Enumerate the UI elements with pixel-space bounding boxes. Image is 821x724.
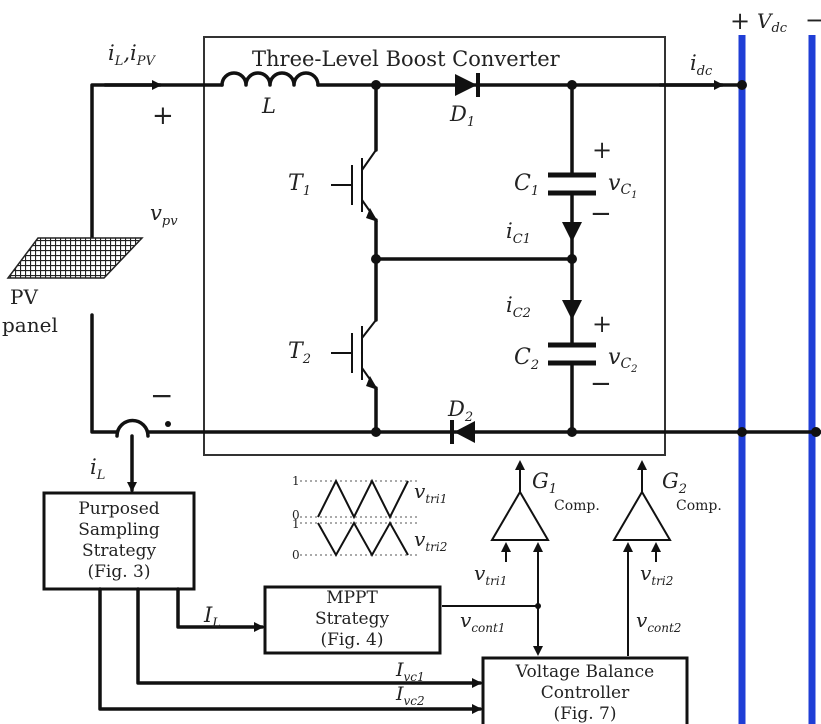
cap-c1-label: C1 xyxy=(514,171,539,199)
ivc1-signal-label: Ivc1 xyxy=(395,659,425,684)
carrier-zero-b: 0 xyxy=(292,548,300,562)
switch-t2-label: T2 xyxy=(288,339,311,367)
mppt-line-2: Strategy xyxy=(315,609,390,629)
input-plus: + xyxy=(152,101,174,131)
sampling-line-2: Sampling xyxy=(78,520,160,540)
cont2-label: vcont2 xyxy=(636,608,681,635)
junction-dots xyxy=(371,80,821,437)
diode-d1 xyxy=(455,73,480,97)
carrier-zero-a: 0 xyxy=(292,508,300,522)
mppt-block xyxy=(263,585,442,655)
pv-voltage-label: vpv xyxy=(150,201,178,229)
ic1-arrow xyxy=(562,222,582,242)
carrier-one-b: 1 xyxy=(292,517,300,531)
mppt-line-1: MPPT xyxy=(326,588,378,608)
cont1-label: vcont1 xyxy=(460,608,505,635)
dc-bus-label: Vdc xyxy=(757,9,788,36)
vc2-label: vC2 xyxy=(608,345,638,375)
carrier-one-a: 1 xyxy=(292,474,300,488)
converter-title: Three-Level Boost Converter xyxy=(252,47,561,71)
il-signal-label: IL xyxy=(203,603,221,631)
input-minus: − xyxy=(150,379,173,412)
vbc-line-1: Voltage Balance xyxy=(515,662,654,682)
ic1-label: iC1 xyxy=(506,219,531,247)
sensor-dot xyxy=(165,421,171,427)
g1-comp-label: Comp. xyxy=(554,498,600,514)
comparator-g2 xyxy=(612,460,672,541)
vbc-block xyxy=(481,656,689,724)
capacitor-c1 xyxy=(548,172,596,196)
vbc-line-3: (Fig. 7) xyxy=(553,704,616,724)
input-positive-wire xyxy=(90,83,224,257)
ivc2-signal-wire xyxy=(98,587,482,714)
inductor-label: L xyxy=(261,94,276,118)
pv-panel-label-1: PV xyxy=(10,285,38,309)
idc-label: idc xyxy=(690,51,713,79)
c1-minus: − xyxy=(590,199,612,229)
g1-tri-input-label: vtri1 xyxy=(474,561,507,588)
ic2-arrow xyxy=(562,300,582,320)
g1-label: G1 xyxy=(532,469,557,497)
diode-d2 xyxy=(450,420,475,444)
pv-panel-icon xyxy=(6,237,144,279)
diode-d1-label: D1 xyxy=(449,102,475,130)
sampling-line-1: Purposed xyxy=(78,499,159,519)
sampling-line-3: Strategy xyxy=(82,541,157,561)
sensed-current-label: iL xyxy=(90,455,105,483)
cont1-junction xyxy=(535,603,541,609)
c1-plus: + xyxy=(592,136,612,164)
sampling-line-4: (Fig. 3) xyxy=(87,562,150,582)
input-current-label: iL,iPV xyxy=(108,41,157,69)
igbt-t1 xyxy=(331,149,378,222)
comparator-g1 xyxy=(490,460,550,541)
c2-minus: − xyxy=(590,369,612,399)
switch-t1-label: T1 xyxy=(288,171,311,199)
tri1-label: vtri1 xyxy=(414,479,447,506)
capacitor-c2 xyxy=(548,342,596,366)
g2-label: G2 xyxy=(662,469,687,497)
ivc2-signal-label: Ivc2 xyxy=(395,683,425,708)
g2-tri-input-label: vtri2 xyxy=(640,561,673,588)
igbt-t2 xyxy=(331,319,378,390)
carrier-waveforms xyxy=(300,478,420,558)
inductor-l xyxy=(220,71,320,87)
current-sensor xyxy=(115,418,150,438)
il-signal-wire xyxy=(176,587,264,632)
dc-bus-plus: + xyxy=(730,7,750,35)
ivc1-signal-wire xyxy=(136,587,482,688)
converter-frame xyxy=(203,36,666,456)
mppt-line-3: (Fig. 4) xyxy=(320,630,383,650)
sampling-block xyxy=(42,491,196,591)
diode-d2-label: D2 xyxy=(447,397,473,425)
pv-panel-label-2: panel xyxy=(2,313,58,337)
tri2-label: vtri2 xyxy=(414,527,447,554)
cap-c2-label: C2 xyxy=(514,345,539,373)
dc-bus-minus: − xyxy=(805,6,821,34)
g2-comp-label: Comp. xyxy=(676,498,722,514)
vc1-label: vC1 xyxy=(608,171,638,201)
input-negative-wire xyxy=(90,313,119,434)
ic2-label: iC2 xyxy=(506,293,531,321)
c2-plus: + xyxy=(592,310,612,338)
vbc-line-2: Controller xyxy=(541,683,630,703)
